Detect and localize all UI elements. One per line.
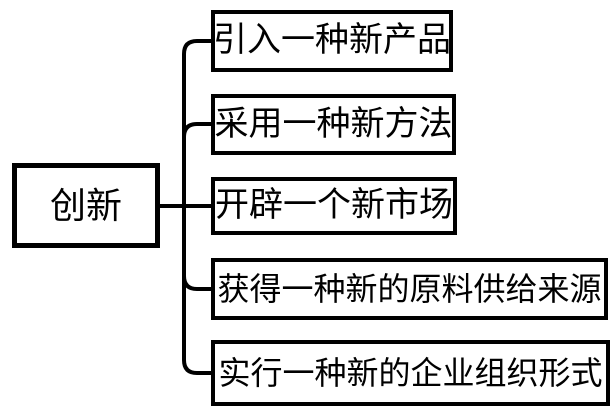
root-node-box: 创新: [12, 163, 160, 248]
branch-node-label: 开辟一个新市场: [215, 187, 453, 224]
branch-node-new-supply-source: 获得一种新的原料供给来源: [211, 258, 608, 320]
branch-node-label: 获得一种新的原料供给来源: [217, 271, 602, 307]
branch-node-new-org-form: 实行一种新的企业组织形式: [211, 340, 610, 406]
branch-node-label: 实行一种新的企业组织形式: [218, 355, 603, 391]
connector-trunk-to-branch-4: [182, 206, 213, 291]
branch-node-label: 引入一种新产品: [213, 22, 451, 59]
branch-node-new-method: 采用一种新方法: [211, 94, 456, 155]
branch-node-new-market: 开辟一个新市场: [211, 177, 457, 235]
connector-trunk-to-branch-1: [182, 39, 213, 206]
root-node-label: 创新: [49, 185, 122, 226]
branch-node-label: 采用一种新方法: [214, 105, 453, 143]
branch-node-new-product: 引入一种新产品: [211, 10, 453, 72]
connector-trunk-to-branch-2: [182, 122, 213, 206]
connector-trunk-to-branch-5: [182, 206, 213, 375]
